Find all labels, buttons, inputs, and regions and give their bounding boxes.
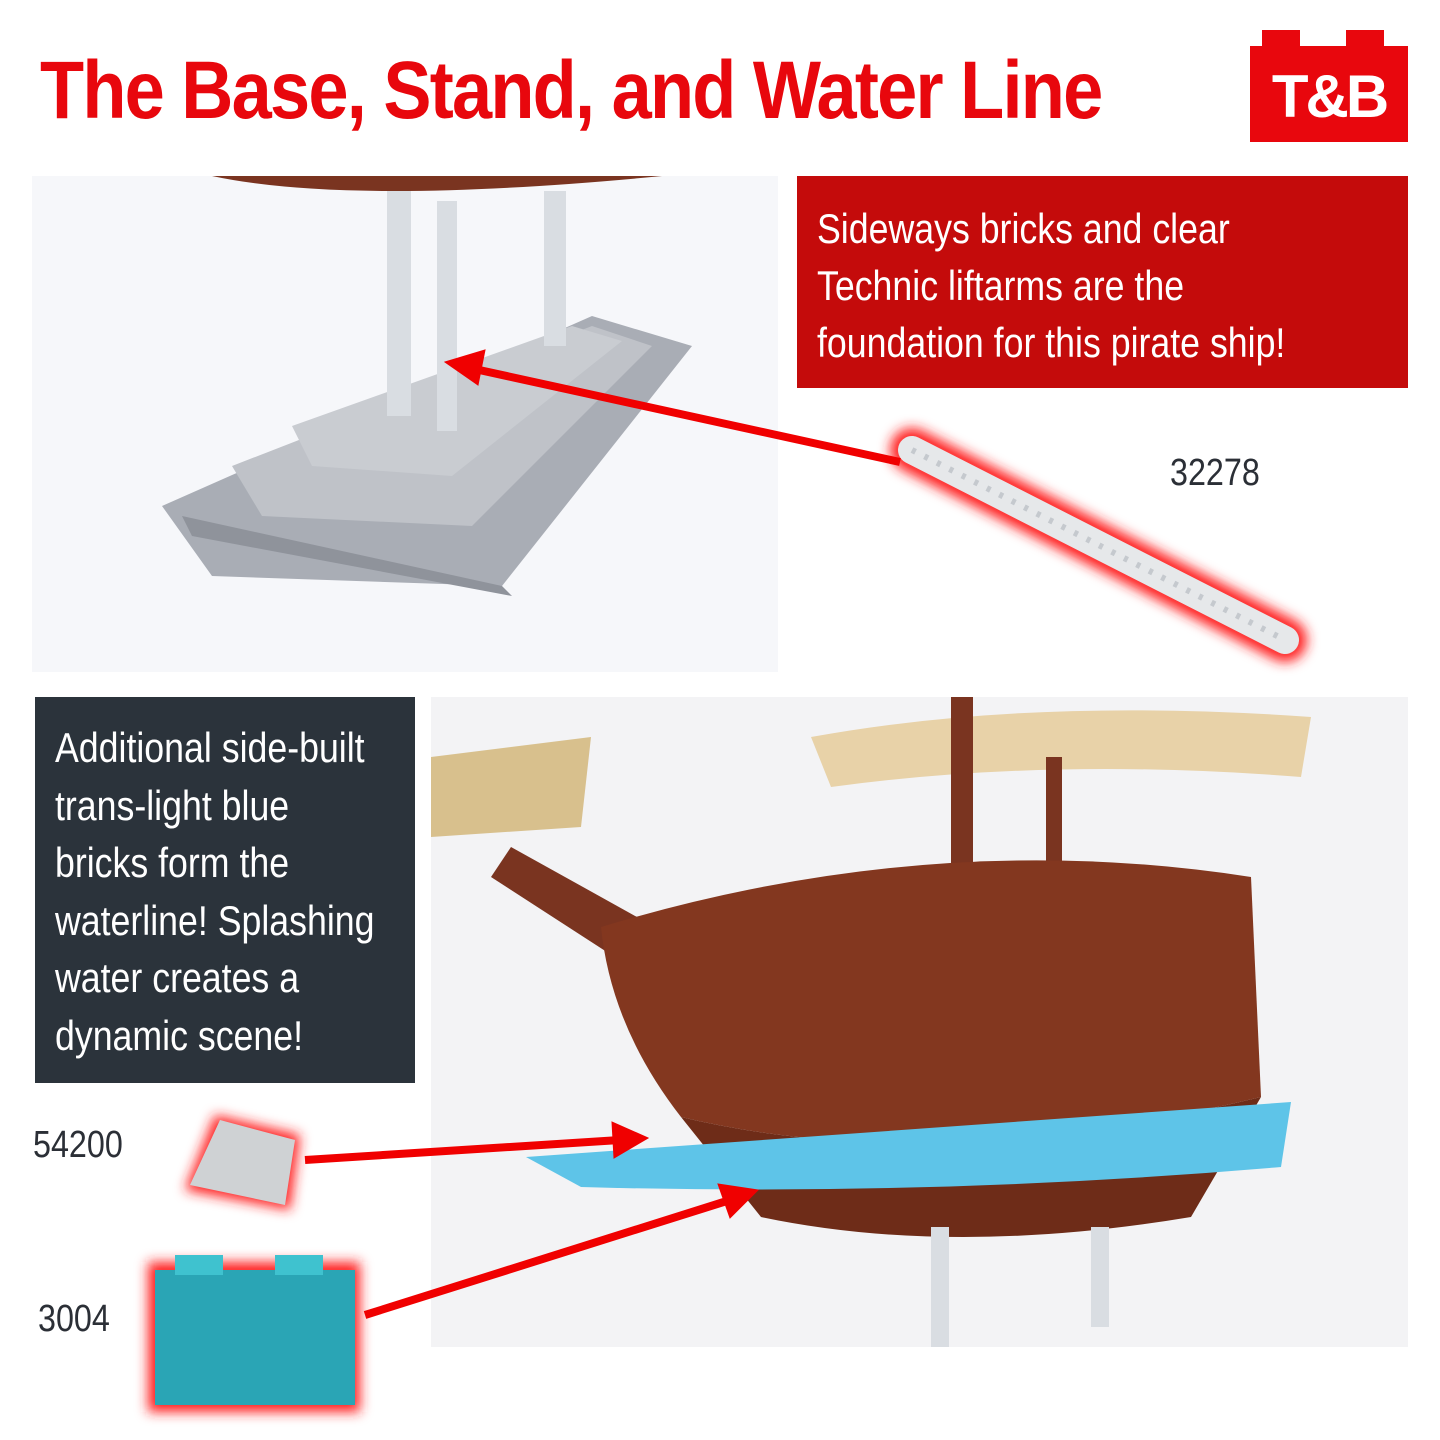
part-number-54200: 54200: [33, 1124, 123, 1166]
callout-top-line: Technic liftarms are the: [817, 262, 1185, 309]
tb-logo-brick: [1250, 30, 1408, 142]
logo-text: T&B: [1271, 63, 1389, 130]
callout-top: Sideways bricks and clear Technic liftar…: [797, 176, 1408, 388]
callout-bottom: Additional side-built trans-light blue b…: [35, 697, 415, 1083]
brick-3004-image: [148, 1255, 360, 1412]
callout-bottom-line: trans-light blue: [55, 781, 290, 829]
callout-bottom-line: dynamic scene!: [55, 1011, 304, 1059]
callout-bottom-line: Additional side-built: [55, 724, 365, 771]
part-number-3004: 3004: [38, 1298, 110, 1340]
page-title: The Base, Stand, and Water Line: [40, 45, 1103, 136]
callout-top-line: foundation for this pirate ship!: [817, 319, 1286, 366]
callout-top-line: Sideways bricks and clear: [817, 205, 1230, 252]
slope-54200-image: [185, 1115, 300, 1210]
pirate-ship-photo: [431, 697, 1408, 1347]
callout-bottom-line: waterline! Splashing: [55, 896, 375, 944]
callout-bottom-line: bricks form the: [55, 839, 290, 886]
callout-bottom-line: water creates a: [55, 954, 300, 1001]
part-number-32278: 32278: [1170, 452, 1260, 494]
base-stand-photo: [32, 176, 778, 672]
